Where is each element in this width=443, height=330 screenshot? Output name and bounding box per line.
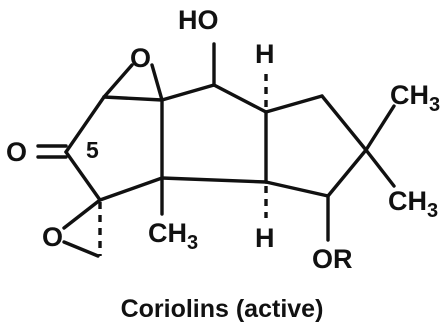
bond-c11-c12: [320, 94, 368, 152]
bond-c12-c13: [326, 148, 368, 198]
label-ho: HO: [178, 5, 219, 35]
bond-epoxide-top-left: [102, 63, 134, 99]
bonds: [36, 42, 396, 258]
bond-epoxide-top-right: [150, 63, 164, 102]
label-o-carbonyl: O: [6, 137, 27, 167]
bond-to-ch3-top: [364, 104, 396, 152]
label-h-bottom: H: [255, 223, 275, 253]
bond-c2-c3: [212, 83, 268, 114]
label-h-top: H: [255, 39, 275, 69]
bond-c13-c9: [264, 180, 330, 198]
label-locant-5: 5: [86, 137, 99, 163]
bond-to-ch3-right: [364, 148, 396, 188]
label-ch3-right: CH3: [388, 186, 438, 222]
label-ch3-center: CH3: [148, 218, 198, 254]
label-o-epoxide-bottom: O: [42, 222, 63, 252]
bond-c5-c6: [64, 150, 102, 202]
label-ch3-top: CH3: [390, 80, 440, 116]
bond-c4-c5: [64, 95, 106, 154]
bond-c3-c11: [264, 94, 324, 114]
label-or: OR: [312, 244, 353, 274]
bond-epoxide-bottom-lower: [62, 240, 100, 258]
bond-c7-c9: [160, 176, 268, 184]
bond-epoxide-top-base: [102, 95, 164, 102]
caption: Coriolins (active): [121, 295, 324, 323]
label-o-epoxide-top: O: [130, 43, 151, 73]
bond-c1-c2: [160, 83, 216, 102]
bond-epoxide-bottom-upper: [62, 198, 102, 230]
bond-c6-c7: [98, 176, 164, 202]
